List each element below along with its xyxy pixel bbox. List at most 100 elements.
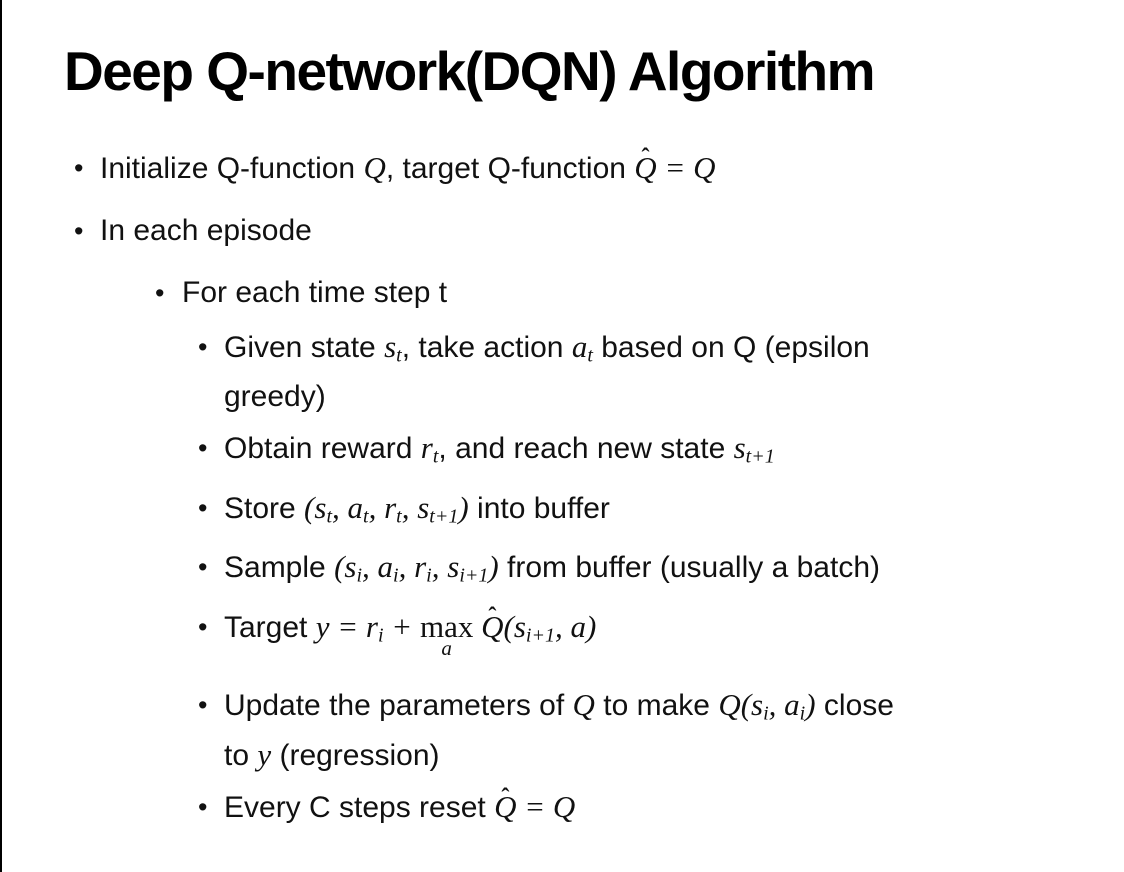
text-run: (regression) <box>271 739 440 773</box>
math-run: rt <box>420 430 439 468</box>
math-run: , <box>401 489 418 525</box>
math-run: st <box>314 489 333 528</box>
text-run: greedy) <box>224 380 326 414</box>
bullet-item: • For each time step t <box>2 272 1124 314</box>
math-run: ) <box>805 686 816 722</box>
bullet-item: • Obtain reward rt, and reach new state s… <box>2 427 1124 477</box>
bullet-item: •In each episode <box>2 210 1124 252</box>
math-subscript: t <box>587 344 593 367</box>
math-run: si+1 <box>447 549 489 587</box>
math-run: = <box>656 150 694 185</box>
math-run: si <box>344 549 363 587</box>
bullet-text: Update the parameters of Q to make Q(si,… <box>224 686 894 773</box>
bullet-text: Sample (si, ai, ri, si+1) from buffer (u… <box>224 549 880 587</box>
math-run: ( <box>334 549 345 585</box>
math-run: st+1 <box>417 489 459 528</box>
math-subscript: i <box>393 564 399 587</box>
bullet-item: • Sample (si, ai, ri, si+1) from buffer (… <box>2 546 1124 596</box>
bullet-item: •Store (st, at, rt, st+1) into buffer <box>2 487 1124 537</box>
math-run: , <box>768 686 785 722</box>
math-run: + <box>383 608 420 644</box>
bullet-marker: • <box>155 278 165 308</box>
text-run: , target Q-function <box>385 152 635 185</box>
math-run: ai <box>784 686 806 725</box>
math-run: y = <box>315 608 366 644</box>
bullet-list: •Initialize Q-function Q, target Q-funct… <box>2 144 1124 838</box>
math-run: at <box>571 329 593 367</box>
bullet-text: Obtain reward rt, and reach new state st… <box>224 430 775 468</box>
math-run: Q <box>552 789 576 825</box>
math-subscript: i <box>377 623 384 646</box>
math-run: ( <box>740 686 752 722</box>
bullet-marker: • <box>198 433 208 464</box>
bullet-text: For each time step t <box>182 276 447 309</box>
text-run: Obtain reward <box>224 432 421 466</box>
bullet-text: Initialize Q-function Q, target Q-functi… <box>100 144 716 185</box>
bullet-marker: • <box>198 332 208 362</box>
math-run: y <box>257 737 272 773</box>
math-subscript: t <box>432 445 439 468</box>
math-run: , <box>362 549 378 585</box>
bullet-text: In each episode <box>100 214 312 247</box>
math-run: ri <box>414 549 432 587</box>
text-run: Given state <box>224 331 385 364</box>
math-run: ai <box>377 549 399 587</box>
text-run: Store <box>224 491 305 525</box>
math-run: = <box>516 789 553 825</box>
math-subscript: i+1 <box>459 564 489 587</box>
math-subscript: i <box>763 702 769 725</box>
bullet-item: •Update the parameters of Q to make Q(si… <box>2 684 1124 777</box>
bullet-text: Given state st, take action at based on … <box>224 329 870 414</box>
math-subscript: i+1 <box>525 623 555 646</box>
math-run: a <box>570 608 586 644</box>
text-run: based on Q (epsilon <box>592 331 870 364</box>
text-run: In each episode <box>100 214 312 247</box>
math-run: Q <box>693 150 716 185</box>
math-subscript: t <box>396 505 402 528</box>
math-run: Q <box>363 150 386 185</box>
math-run: ) <box>585 608 597 644</box>
math-run: , <box>398 549 415 585</box>
math-run: at <box>347 489 369 528</box>
math-run: , <box>332 489 348 525</box>
math-run: Q <box>718 686 741 722</box>
math-run: , <box>554 608 571 644</box>
bullet-item: • Given state st, take action at based on… <box>2 326 1124 418</box>
math-run <box>473 609 481 644</box>
math-run: st+1 <box>733 430 775 468</box>
math-subscript: i <box>426 564 432 587</box>
text-run: from buffer (usually a batch) <box>498 551 880 585</box>
math-subscript: i <box>356 564 363 587</box>
slide-title: Deep Q-network(DQN) Algorithm <box>64 40 876 102</box>
text-run: into buffer <box>468 491 610 525</box>
math-subscript: t+1 <box>745 445 775 468</box>
text-run: Sample <box>224 551 335 585</box>
bullet-marker: • <box>198 552 208 583</box>
math-subscript: t <box>326 505 333 528</box>
bullet-item: •Initialize Q-function Q, target Q-funct… <box>2 144 1124 190</box>
math-run: ri <box>365 608 384 646</box>
text-run: , and reach new state <box>438 432 734 466</box>
bullet-marker: • <box>198 611 208 642</box>
math-subscript: t <box>396 344 402 367</box>
math-run: , <box>431 549 448 585</box>
math-run: ) <box>458 489 469 525</box>
text-run: Initialize Q-function <box>100 152 364 185</box>
math-subscript: t+1 <box>429 505 459 528</box>
math-run: , <box>368 489 385 525</box>
text-run: Every C steps reset <box>224 791 495 825</box>
math-run: rt <box>384 489 402 528</box>
math-run: ( <box>304 489 315 525</box>
math-subscript: t <box>363 505 369 528</box>
math-run: si+1 <box>513 608 555 646</box>
text-run: to make <box>594 688 719 722</box>
text-run: Target <box>224 610 316 644</box>
bullet-text: Store (st, at, rt, st+1) into buffer <box>224 489 610 528</box>
